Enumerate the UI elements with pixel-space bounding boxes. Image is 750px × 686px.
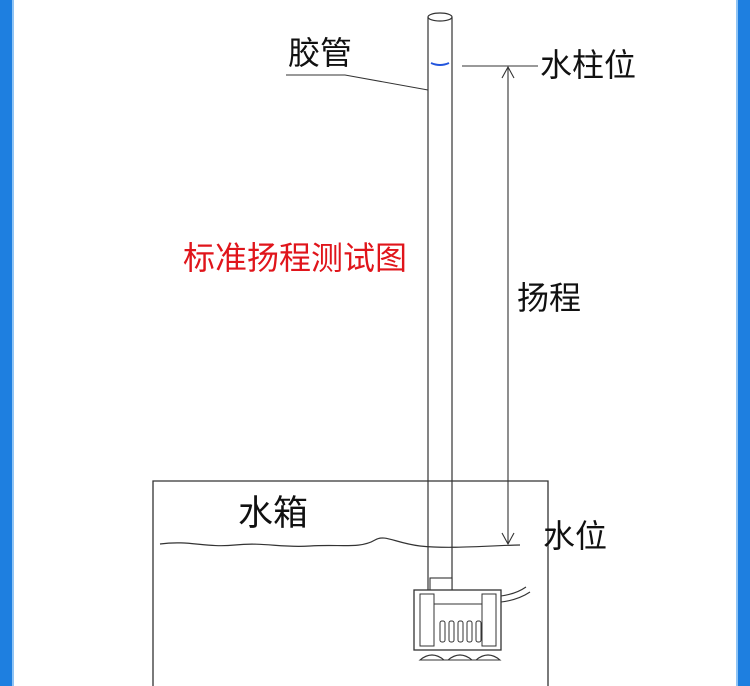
left-frame-border: [0, 0, 13, 686]
water-level-label: 水位: [543, 517, 608, 555]
diagram-title: 标准扬程测试图: [183, 239, 408, 277]
water-column-mark: [430, 62, 450, 66]
hose-label: 胶管: [288, 34, 353, 72]
right-frame-border: [737, 0, 750, 686]
water-tank-outline: [152, 480, 549, 686]
head-arrow-top: [501, 65, 515, 79]
water-column-level-label: 水柱位: [540, 46, 637, 84]
hose-top-opening: [427, 12, 453, 22]
head-arrow-bottom: [501, 532, 515, 546]
head-label: 扬程: [517, 279, 582, 317]
water-surface-line: [159, 537, 521, 548]
pump-icon: [413, 577, 531, 661]
water-tank-label: 水箱: [238, 494, 309, 534]
hose-leader-line: [286, 74, 429, 91]
